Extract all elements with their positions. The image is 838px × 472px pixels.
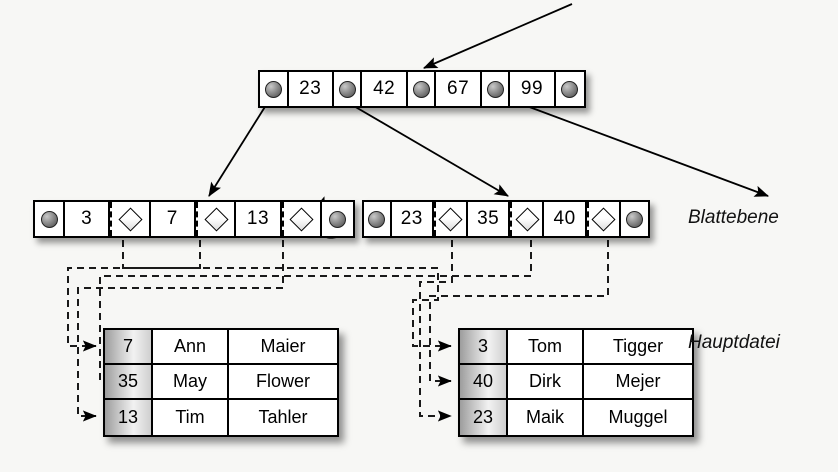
sphere-pointer-icon [264, 80, 282, 98]
root-pointer-1[interactable] [334, 72, 363, 106]
sphere-pointer-icon [486, 80, 504, 98]
diamond-pointer-icon [591, 206, 616, 232]
sphere-pointer-icon [412, 80, 430, 98]
diamond-pointer-icon [438, 206, 463, 232]
leaf-left-dataptr-2[interactable] [281, 202, 323, 236]
table-row[interactable]: 23 Maik Muggel [460, 400, 692, 435]
table-row[interactable]: 3 Tom Tigger [460, 330, 692, 365]
row-first-name: Tom [508, 330, 584, 363]
row-key: 23 [460, 400, 508, 435]
leaf-left-dataptr-0[interactable] [110, 202, 151, 236]
leaf-node-right[interactable]: 23 35 40 [362, 200, 650, 238]
table-row[interactable]: 7 Ann Maier [105, 330, 337, 365]
leaf-right-key-0: 23 [392, 202, 434, 236]
leaf-left-key-0: 3 [65, 202, 111, 236]
table-row[interactable]: 35 May Flower [105, 365, 337, 400]
row-last-name: Flower [255, 371, 310, 391]
root-key-2: 67 [436, 72, 482, 106]
label-blattebene: Blattebene [688, 207, 779, 228]
leaf-left-key-2: 13 [236, 202, 282, 236]
row-key: 7 [105, 330, 153, 363]
data-table-left: 7 Ann Maier 35 May Flower 13 Tim Tahler [103, 328, 339, 437]
sphere-pointer-icon [625, 210, 643, 228]
leaf-left-prev-pointer[interactable] [35, 202, 66, 236]
root-pointer-2[interactable] [408, 72, 437, 106]
row-first-name: Maik [508, 400, 584, 435]
row-key: 40 [460, 365, 508, 398]
sphere-pointer-icon [338, 80, 356, 98]
row-last-name: Muggel [608, 407, 668, 427]
leaf-right-dataptr-1[interactable] [510, 202, 545, 236]
root-pointer-3[interactable] [482, 72, 511, 106]
diamond-pointer-icon [204, 206, 229, 232]
sphere-pointer-icon [368, 210, 386, 228]
sphere-pointer-icon [561, 80, 579, 98]
row-first-name: Ann [153, 330, 229, 363]
arrow-root-to-right-outside [515, 101, 770, 197]
leaf-right-key-1: 35 [468, 202, 511, 236]
leaf-node-left[interactable]: 3 7 13 [33, 200, 355, 238]
label-hauptdatei: Hauptdatei [688, 332, 780, 353]
leaf-right-prev-pointer[interactable] [364, 202, 392, 236]
leaf-right-next-pointer[interactable] [621, 202, 648, 236]
leaf-left-key-1: 7 [151, 202, 196, 236]
diamond-pointer-icon [515, 206, 540, 232]
root-pointer-0[interactable] [260, 72, 289, 106]
table-row[interactable]: 13 Tim Tahler [105, 400, 337, 435]
row-last-name: Tahler [258, 407, 308, 427]
root-key-3: 99 [510, 72, 556, 106]
row-key: 35 [105, 365, 153, 398]
root-inner-node[interactable]: 23 42 67 99 [258, 70, 586, 108]
row-first-name: Tim [153, 400, 229, 435]
row-last-name: Maier [260, 336, 306, 356]
row-key: 13 [105, 400, 153, 435]
row-last-name: Tigger [612, 336, 664, 356]
leaf-right-key-2: 40 [544, 202, 587, 236]
arrow-into-root-icon [423, 3, 573, 69]
leaf-left-dataptr-1[interactable] [195, 202, 237, 236]
sphere-pointer-icon [40, 210, 58, 228]
data-table-right: 3 Tom Tigger 40 Dirk Mejer 23 Maik Mugge… [458, 328, 694, 437]
row-key: 3 [460, 330, 508, 363]
diamond-pointer-icon [118, 206, 143, 232]
row-first-name: May [153, 365, 229, 398]
root-key-0: 23 [289, 72, 334, 106]
row-last-name: Mejer [615, 371, 661, 391]
leaf-right-dataptr-0[interactable] [434, 202, 468, 236]
row-first-name: Dirk [508, 365, 584, 398]
root-pointer-4[interactable] [556, 72, 584, 106]
dash-leaf23-to-row23 [419, 240, 453, 422]
leaf-left-next-pointer[interactable] [322, 202, 353, 236]
arrow-root-to-right-leaf [346, 101, 509, 197]
leaf-right-dataptr-2[interactable] [586, 202, 621, 236]
sphere-pointer-icon [329, 210, 347, 228]
root-key-1: 42 [362, 72, 408, 106]
diamond-pointer-icon [289, 206, 314, 232]
arrow-root-to-left-leaf [208, 101, 269, 197]
table-row[interactable]: 40 Dirk Mejer [460, 365, 692, 400]
